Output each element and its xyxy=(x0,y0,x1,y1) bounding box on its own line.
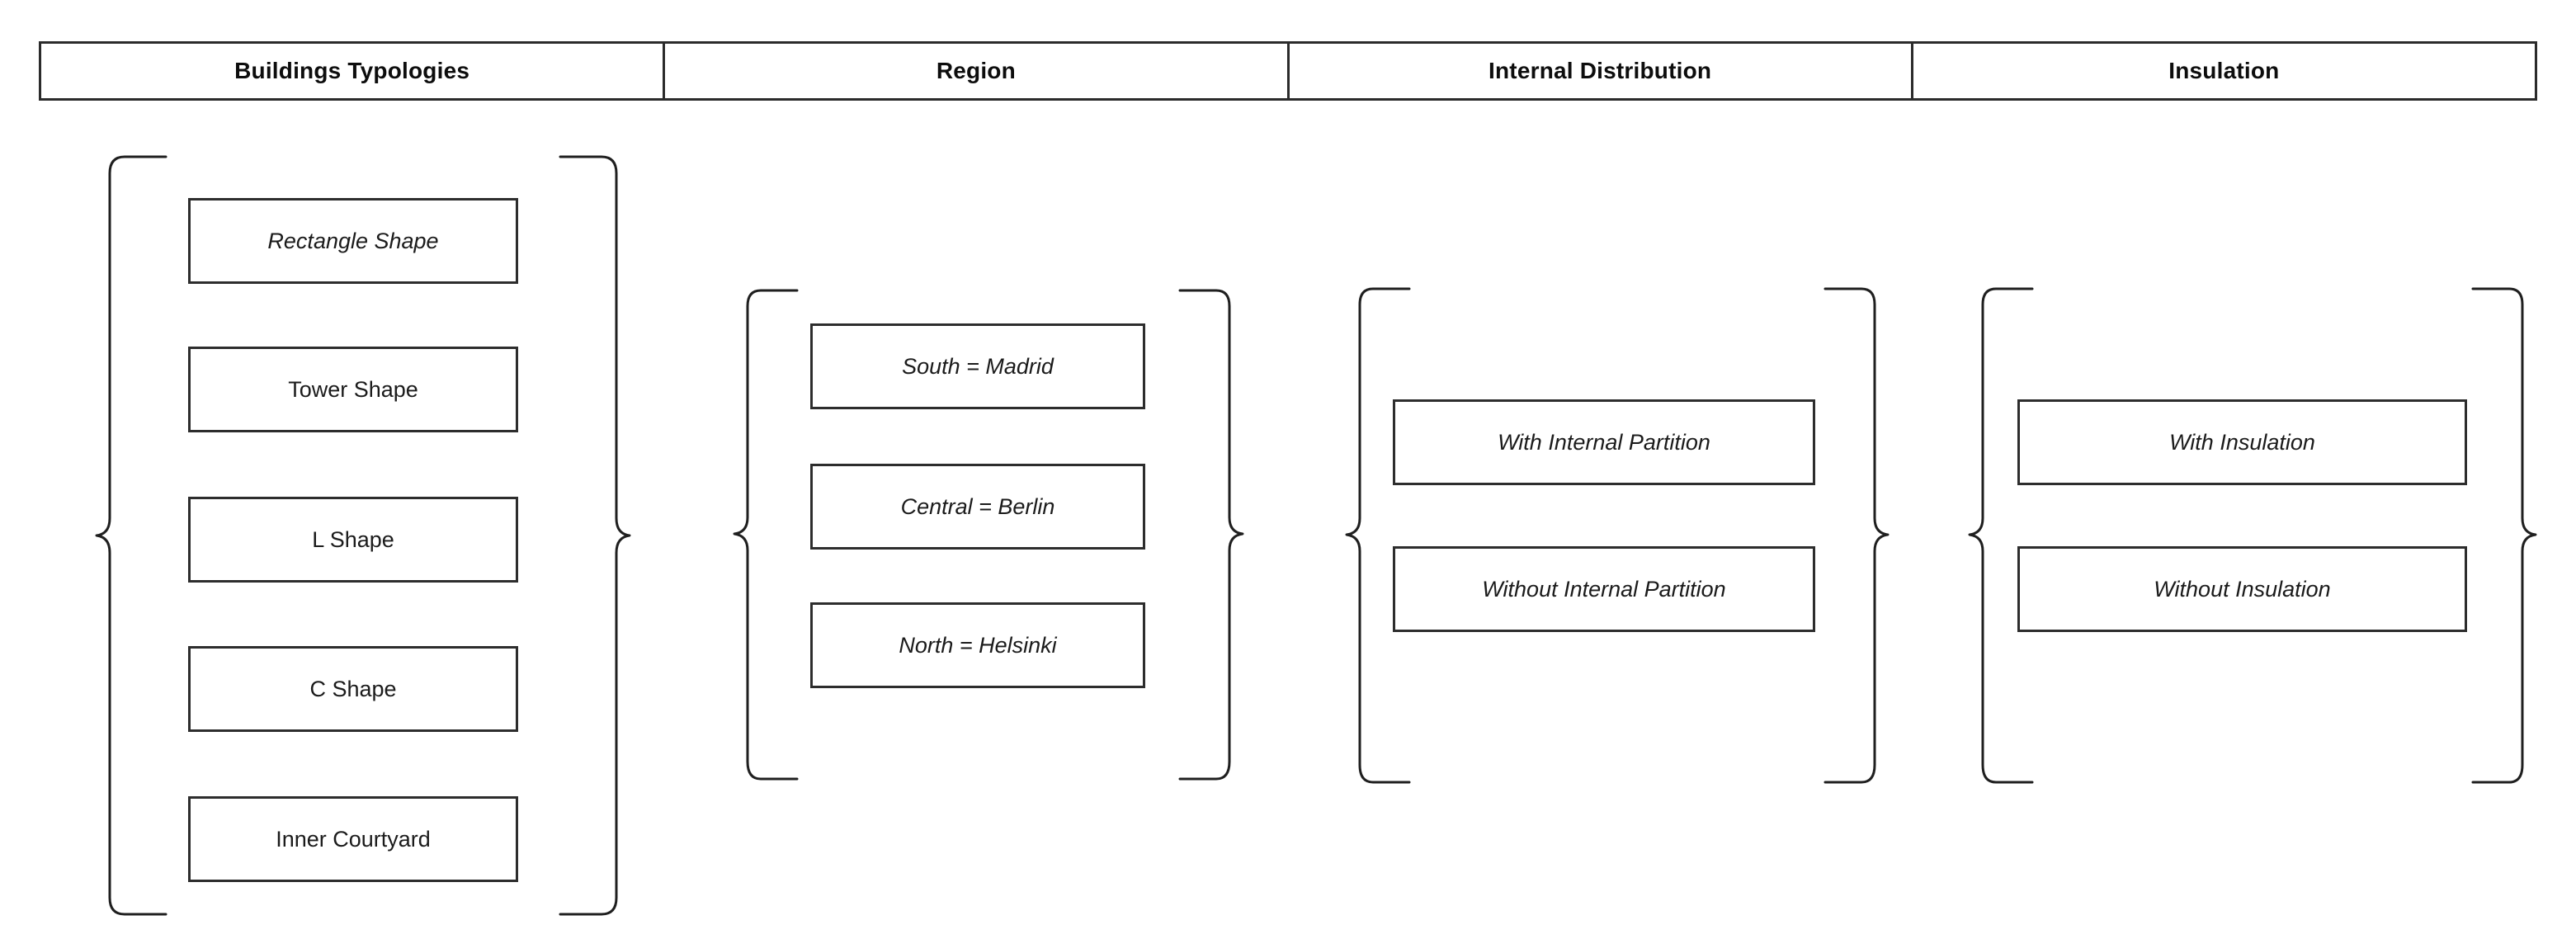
node-box-rectangle-shape[interactable]: Rectangle Shape xyxy=(188,198,518,284)
node-label-south-madrid: South = Madrid xyxy=(902,353,1054,379)
header-row: Buildings Typologies Region Internal Dis… xyxy=(39,41,2537,101)
group-insulation: With Insulation Without Insulation xyxy=(1968,287,2537,784)
node-label-rectangle-shape: Rectangle Shape xyxy=(267,228,439,253)
group-buildings-typologies: Rectangle Shape Tower Shape L Shape C Sh… xyxy=(95,155,631,916)
node-box-without-insulation[interactable]: Without Insulation xyxy=(2017,546,2467,632)
box-list-buildings-typologies: Rectangle Shape Tower Shape L Shape C Sh… xyxy=(95,155,631,916)
node-label-with-internal-partition: With Internal Partition xyxy=(1498,429,1710,455)
header-cell-region: Region xyxy=(665,44,1290,98)
header-cell-internal-distribution: Internal Distribution xyxy=(1290,44,1913,98)
box-list-internal-distribution: With Internal Partition Without Internal… xyxy=(1345,287,1890,784)
node-label-c-shape: C Shape xyxy=(309,676,397,701)
node-box-c-shape[interactable]: C Shape xyxy=(188,646,518,732)
header-label-insulation: Insulation xyxy=(2168,58,2280,83)
header-cell-insulation: Insulation xyxy=(1913,44,2535,98)
node-box-south-madrid[interactable]: South = Madrid xyxy=(810,323,1145,409)
node-box-north-helsinki[interactable]: North = Helsinki xyxy=(810,602,1145,688)
node-label-with-insulation: With Insulation xyxy=(2169,429,2315,455)
node-box-l-shape[interactable]: L Shape xyxy=(188,497,518,583)
header-label-internal-distribution: Internal Distribution xyxy=(1489,58,1712,83)
node-box-tower-shape[interactable]: Tower Shape xyxy=(188,347,518,432)
group-internal-distribution: With Internal Partition Without Internal… xyxy=(1345,287,1890,784)
node-label-inner-courtyard: Inner Courtyard xyxy=(276,826,431,852)
node-box-with-internal-partition[interactable]: With Internal Partition xyxy=(1393,399,1815,485)
node-box-without-internal-partition[interactable]: Without Internal Partition xyxy=(1393,546,1815,632)
header-cell-buildings-typologies: Buildings Typologies xyxy=(41,44,666,98)
group-region: South = Madrid Central = Berlin North = … xyxy=(733,289,1244,781)
header-label-buildings-typologies: Buildings Typologies xyxy=(234,58,470,83)
node-box-central-berlin[interactable]: Central = Berlin xyxy=(810,464,1145,550)
node-label-without-insulation: Without Insulation xyxy=(2154,576,2331,602)
node-label-north-helsinki: North = Helsinki xyxy=(899,632,1057,658)
box-list-region: South = Madrid Central = Berlin North = … xyxy=(733,289,1244,781)
node-label-central-berlin: Central = Berlin xyxy=(900,493,1055,519)
node-box-inner-courtyard[interactable]: Inner Courtyard xyxy=(188,796,518,882)
header-label-region: Region xyxy=(936,58,1016,83)
node-label-l-shape: L Shape xyxy=(312,526,394,552)
node-box-with-insulation[interactable]: With Insulation xyxy=(2017,399,2467,485)
box-list-insulation: With Insulation Without Insulation xyxy=(1968,287,2537,784)
node-label-tower-shape: Tower Shape xyxy=(288,376,418,402)
node-label-without-internal-partition: Without Internal Partition xyxy=(1482,576,1726,602)
